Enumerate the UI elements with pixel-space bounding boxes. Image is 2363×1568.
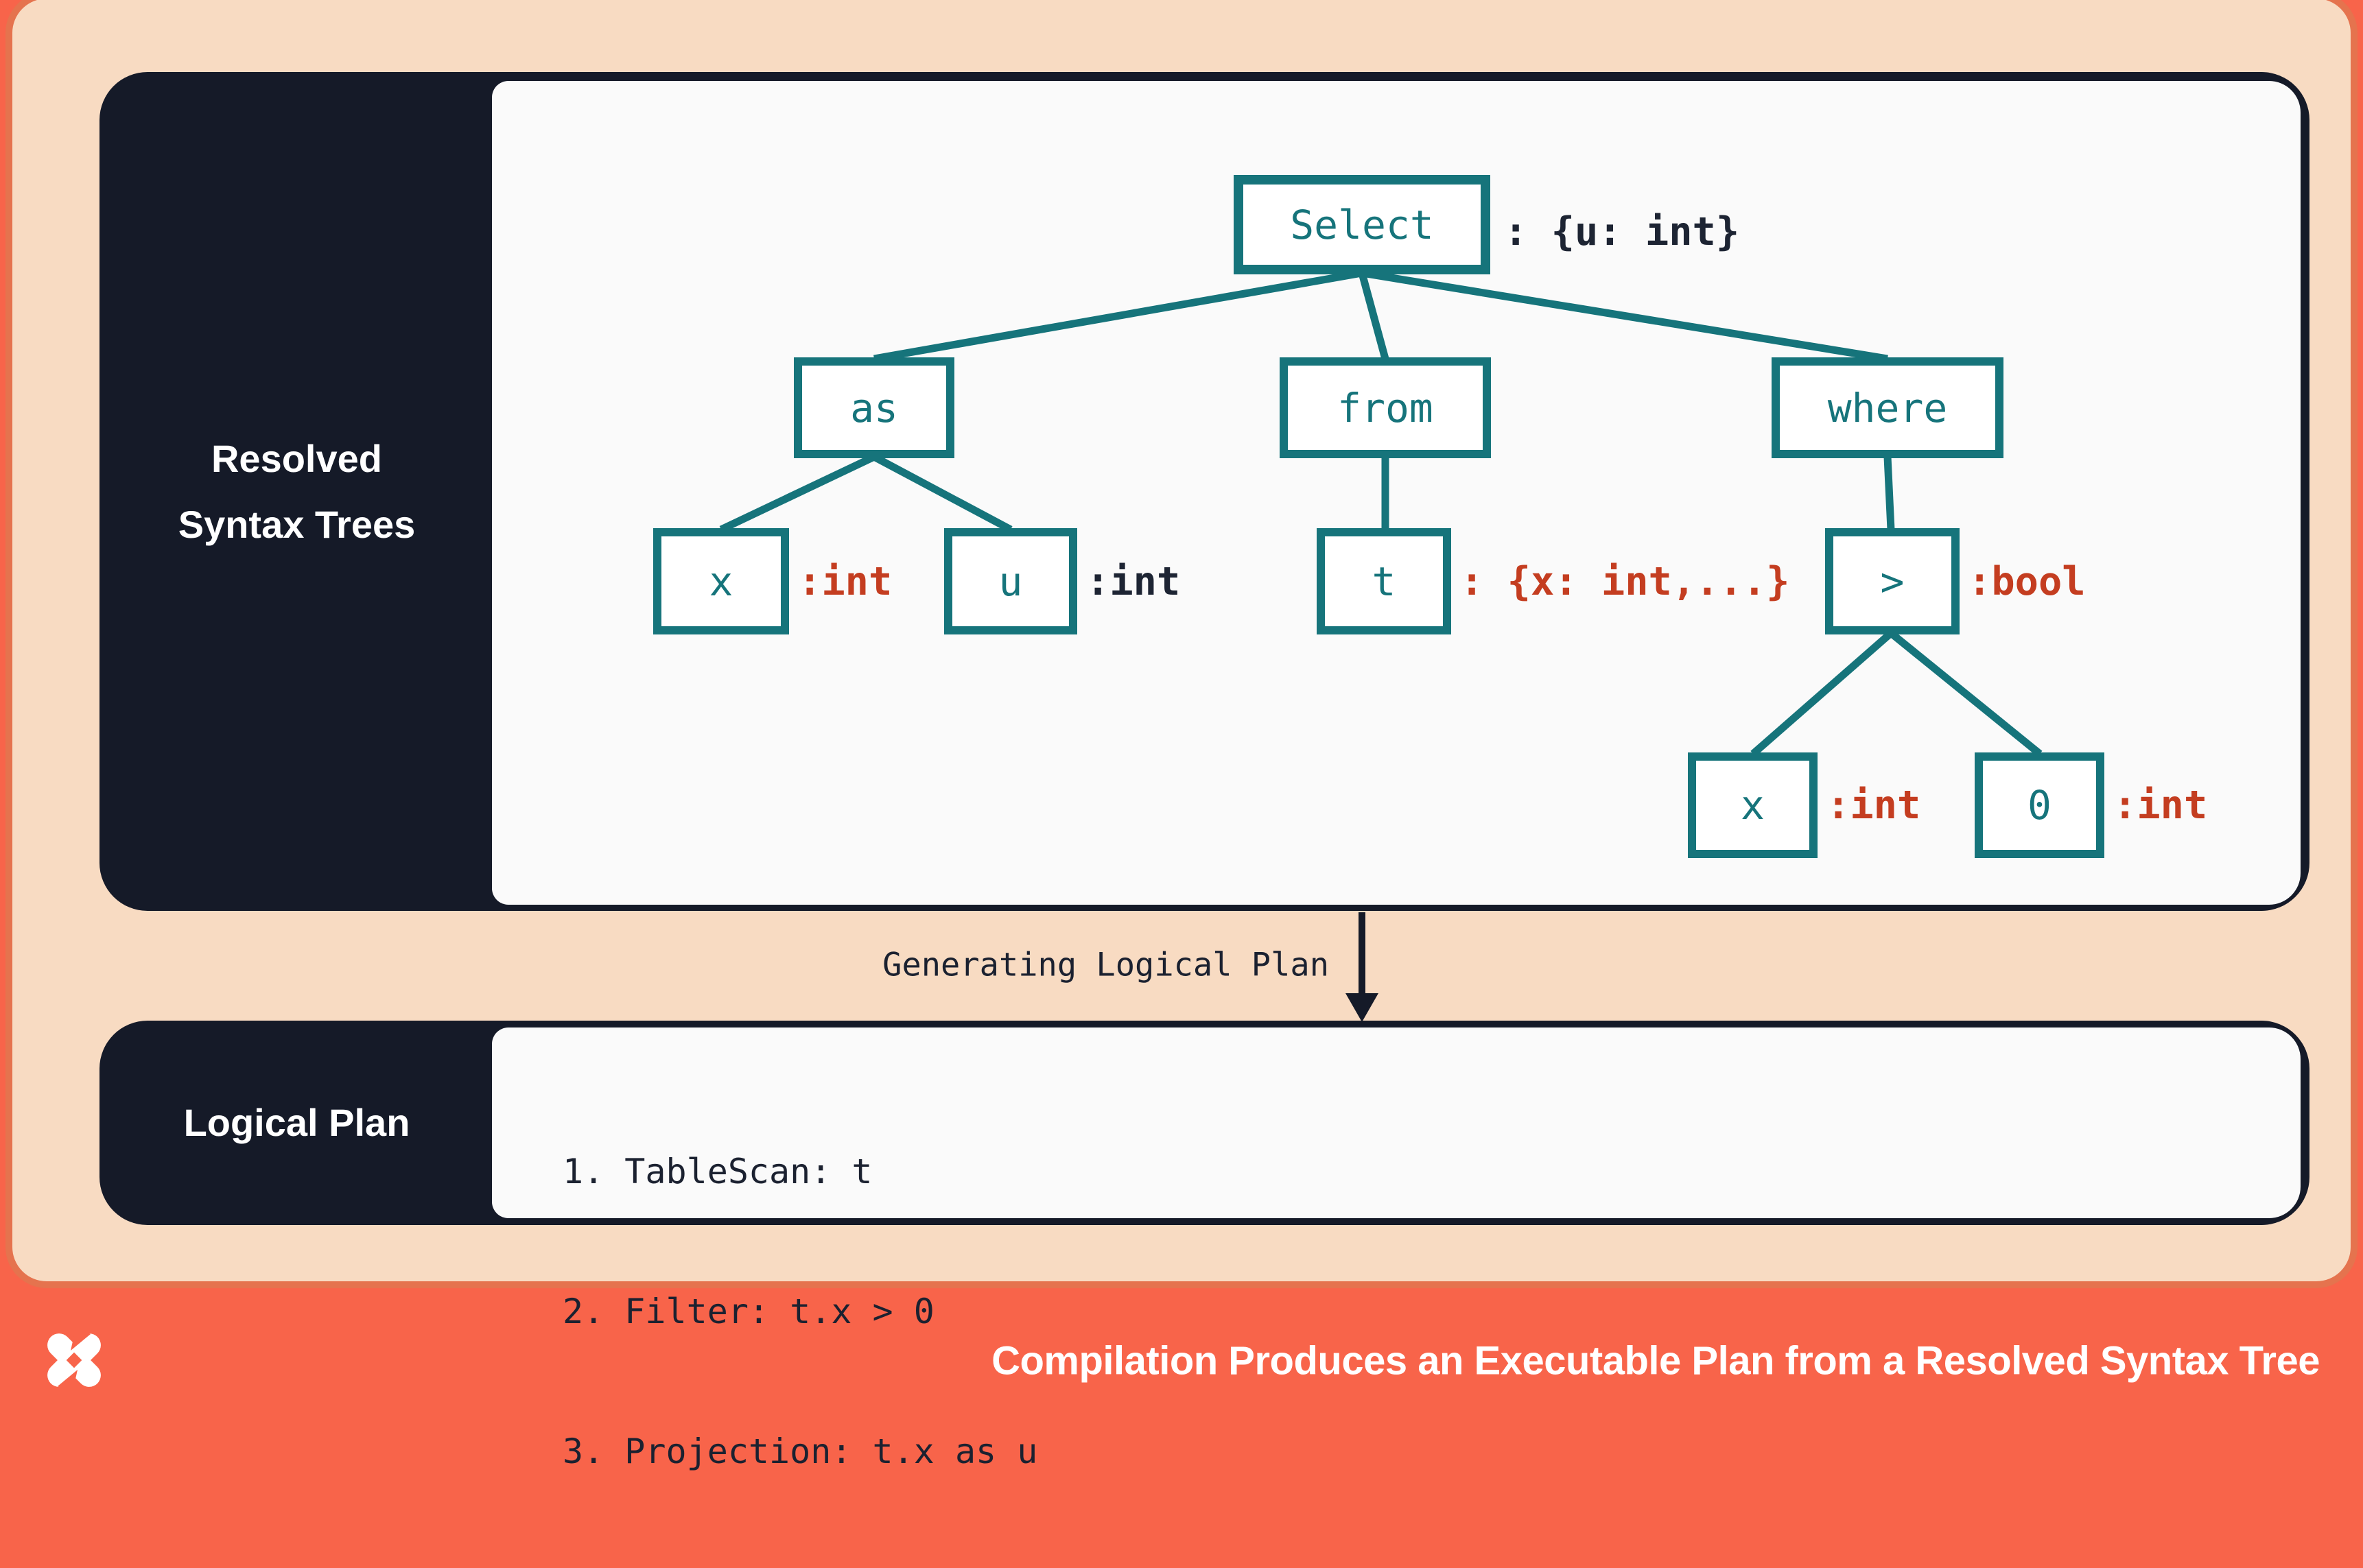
type-annotation-x-operand: :int	[1826, 783, 1921, 828]
compilation-infographic: Resolved Syntax Trees Logical Plan 1. Ta…	[5, 0, 2358, 1471]
tree-node-x-alias: x	[653, 528, 789, 634]
node-label: >	[1880, 558, 1905, 605]
node-label: from	[1337, 384, 1433, 431]
type-annotation-select: : {u: int}	[1504, 209, 1740, 254]
logical-plan-panel: Logical Plan 1. TableScan: t 2. Filter: …	[99, 1021, 2309, 1471]
node-label: x	[709, 558, 733, 605]
dolthub-pinwheel-logo-icon	[47, 1326, 101, 1394]
plan-step-2: 2. Filter: t.x > 0	[563, 1292, 934, 1331]
type-annotation-zero: :int	[2113, 783, 2208, 828]
type-annotation-x-alias: :int	[798, 559, 893, 604]
type-annotation-u: :int	[1086, 559, 1181, 604]
tree-node-select: Select	[1234, 175, 1490, 274]
tree-node-zero: 0	[1975, 752, 2104, 858]
flow-arrow-label: Generating Logical Plan	[882, 946, 1329, 984]
node-label: 0	[2027, 782, 2052, 829]
tree-node-greater-than: >	[1825, 528, 1960, 634]
plan-step-1: 1. TableScan: t	[563, 1152, 873, 1191]
node-label: as	[850, 384, 898, 431]
tree-node-as: as	[794, 357, 954, 458]
node-label: t	[1372, 558, 1396, 605]
tree-node-x-operand: x	[1688, 752, 1818, 858]
panel-title-resolved-syntax-trees: Resolved Syntax Trees	[99, 72, 494, 911]
plan-step-3: 3. Projection: t.x as u	[563, 1432, 1038, 1471]
tree-node-t: t	[1317, 528, 1451, 634]
type-annotation-t: : {x: int,...}	[1460, 559, 1790, 604]
logical-plan-canvas: 1. TableScan: t 2. Filter: t.x > 0 3. Pr…	[492, 1027, 2301, 1471]
tree-node-from: from	[1280, 357, 1491, 458]
panel-title-line2: Syntax Trees	[178, 502, 416, 546]
node-label: x	[1741, 782, 1765, 829]
panel-title-logical-plan: Logical Plan	[183, 1101, 410, 1144]
node-label: Select	[1290, 201, 1434, 248]
tree-node-u: u	[944, 528, 1077, 634]
type-annotation-greater-than: :bool	[1968, 559, 2086, 604]
footer-caption: Compilation Produces an Executable Plan …	[991, 1338, 2320, 1383]
node-label: where	[1827, 384, 1948, 431]
node-label: u	[998, 558, 1023, 605]
logical-plan-steps: 1. TableScan: t 2. Filter: t.x > 0 3. Pr…	[563, 1055, 1037, 1568]
tree-node-where: where	[1772, 357, 2003, 458]
panel-title-line1: Resolved	[211, 436, 382, 480]
